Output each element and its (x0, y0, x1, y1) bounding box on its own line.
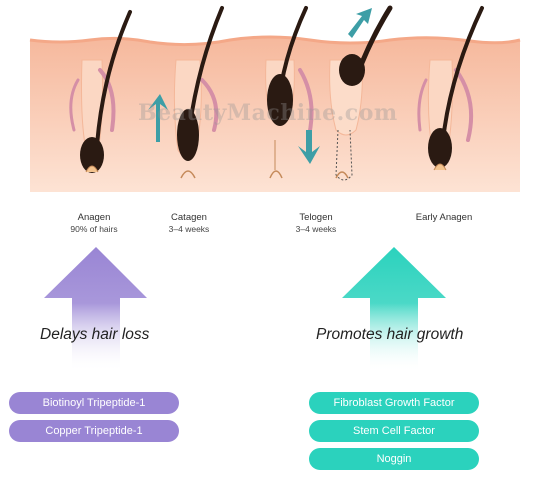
stage-anagen: Anagen 90% of hairs (34, 212, 154, 235)
ingredient-pill-copper-tripeptide-1: Copper Tripeptide-1 (9, 420, 179, 442)
watermark: BeautyMachine.com (138, 100, 398, 126)
skin-surface (29, 35, 521, 47)
follicle-catagen (148, 6, 224, 179)
stage-duration: 3–4 weeks (295, 224, 337, 234)
purple-up-arrow-icon (44, 247, 147, 372)
stage-name: Catagen (171, 212, 207, 223)
follicle-shedding (298, 5, 393, 181)
stage-name: Anagen (77, 212, 111, 223)
ingredient-pill-fibroblast-growth-factor: Fibroblast Growth Factor (309, 392, 479, 414)
stage-catagen: Catagen 3–4 weeks (129, 212, 249, 235)
up-right-arrow-icon (348, 8, 372, 38)
ingredient-pill-biotinoyl-tripeptide-1: Biotinoyl Tripeptide-1 (9, 392, 179, 414)
stage-telogen: Telogen 3–4 weeks (256, 212, 376, 235)
left-caption: Delays hair loss (40, 326, 150, 343)
follicle-anagen (69, 10, 132, 173)
right-caption: Promotes hair growth (316, 326, 464, 343)
up-arrow-icon (148, 94, 168, 142)
stage-name: Early Anagen (415, 212, 473, 223)
follicle-early-anagen (417, 6, 484, 171)
ingredient-pill-noggin: Noggin (309, 448, 479, 470)
stage-duration: 3–4 weeks (168, 224, 210, 234)
stage-name: Telogen (299, 212, 333, 223)
hair-cycle-illustration (29, 5, 521, 192)
stage-duration: 90% of hairs (70, 224, 118, 234)
ingredient-pill-stem-cell-factor: Stem Cell Factor (309, 420, 479, 442)
teal-up-arrow-icon (342, 247, 446, 372)
down-arrow-icon (298, 130, 320, 164)
stage-early-anagen: Early Anagen (384, 212, 504, 224)
